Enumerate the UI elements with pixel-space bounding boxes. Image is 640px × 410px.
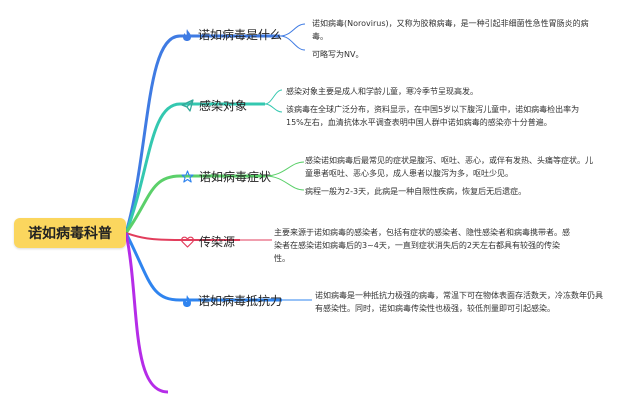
paper-plane-icon (181, 99, 194, 112)
branch-topic-4[interactable]: 诺如病毒抵抗力 (181, 292, 282, 309)
note-1-1: 该病毒在全球广泛分布，资料显示，在中国5岁以下腹泻儿童中，诺如病毒检出率为15%… (286, 105, 580, 127)
branch-connector-4 (124, 232, 282, 302)
branch-topic-3[interactable]: 传染源 (181, 233, 235, 250)
branch-notes-1: 感染对象主要是成人和学龄儿童，寒冷季节呈现高发。 该病毒在全球广泛分布，资料显示… (286, 85, 586, 129)
branch-notes-4: 诺如病毒是一种抵抗力极强的病毒，常温下可在物体表面存活数天，冷冻数年仍具有感染性… (315, 289, 605, 315)
note-connector-0a (279, 23, 306, 37)
note-3-0: 主要来源于诺如病毒的感染者，包括有症状的感染者、隐性感染者和病毒携带者。感染者在… (274, 228, 570, 263)
note-connector-1a (264, 89, 283, 105)
branch-label-0: 诺如病毒是什么 (198, 28, 283, 42)
note-0-0: 诺如病毒(Norovirus)，又称为胶粮病毒，是一种引起非细菌性急性胃肠炎的病… (312, 19, 589, 41)
note-connector-2a (264, 161, 305, 177)
branch-label-1: 感染对象 (199, 99, 248, 113)
note-4-0: 诺如病毒是一种抵抗力极强的病毒，常温下可在物体表面存活数天，冷冻数年仍具有感染性… (315, 291, 603, 313)
branch-connector-0 (124, 34, 280, 234)
note-connector-0b (279, 35, 306, 51)
branch-notes-3: 主要来源于诺如病毒的感染者，包括有症状的感染者、隐性感染者和病毒携带者。感染者在… (274, 226, 574, 265)
branch-connector-3 (125, 232, 240, 241)
branch-topic-0[interactable]: 诺如病毒是什么 (181, 26, 282, 43)
branch-connector-2 (124, 174, 265, 234)
branch-label-2: 诺如病毒症状 (199, 170, 272, 184)
note-1-0: 感染对象主要是成人和学龄儿童，寒冷季节呈现高发。 (286, 87, 478, 96)
note-2-0: 感染诺如病毒后最常见的症状是腹泻、呕吐、恶心，或伴有发热、头痛等症状。儿童患者呕… (305, 156, 593, 178)
root-topic[interactable]: 诺如病毒科普 (14, 218, 126, 248)
branch-label-3: 传染源 (199, 235, 236, 249)
note-connector-2b (264, 175, 305, 191)
flame-icon (183, 28, 191, 41)
star-icon (181, 170, 194, 183)
branch-connector-5 (124, 232, 169, 394)
flame-icon (183, 294, 191, 307)
heart-icon (181, 236, 194, 248)
branch-topic-2[interactable]: 诺如病毒症状 (181, 168, 271, 185)
branch-label-4: 诺如病毒抵抗力 (198, 294, 283, 308)
branch-notes-2: 感染诺如病毒后最常见的症状是腹泻、呕吐、恶心，或伴有发热、头痛等症状。儿童患者呕… (305, 154, 595, 198)
note-0-1: 可略写为NV。 (312, 50, 364, 59)
root-topic-label: 诺如病毒科普 (28, 226, 112, 242)
note-2-1: 病程一般为2-3天，此病是一种自限性疾病，恢复后无后遗症。 (305, 187, 527, 196)
branch-connector-1 (124, 102, 265, 234)
branch-topic-1[interactable]: 感染对象 (181, 97, 247, 114)
branch-notes-0: 诺如病毒(Norovirus)，又称为胶粮病毒，是一种引起非细菌性急性胃肠炎的病… (312, 17, 600, 61)
note-connector-1b (264, 103, 283, 113)
